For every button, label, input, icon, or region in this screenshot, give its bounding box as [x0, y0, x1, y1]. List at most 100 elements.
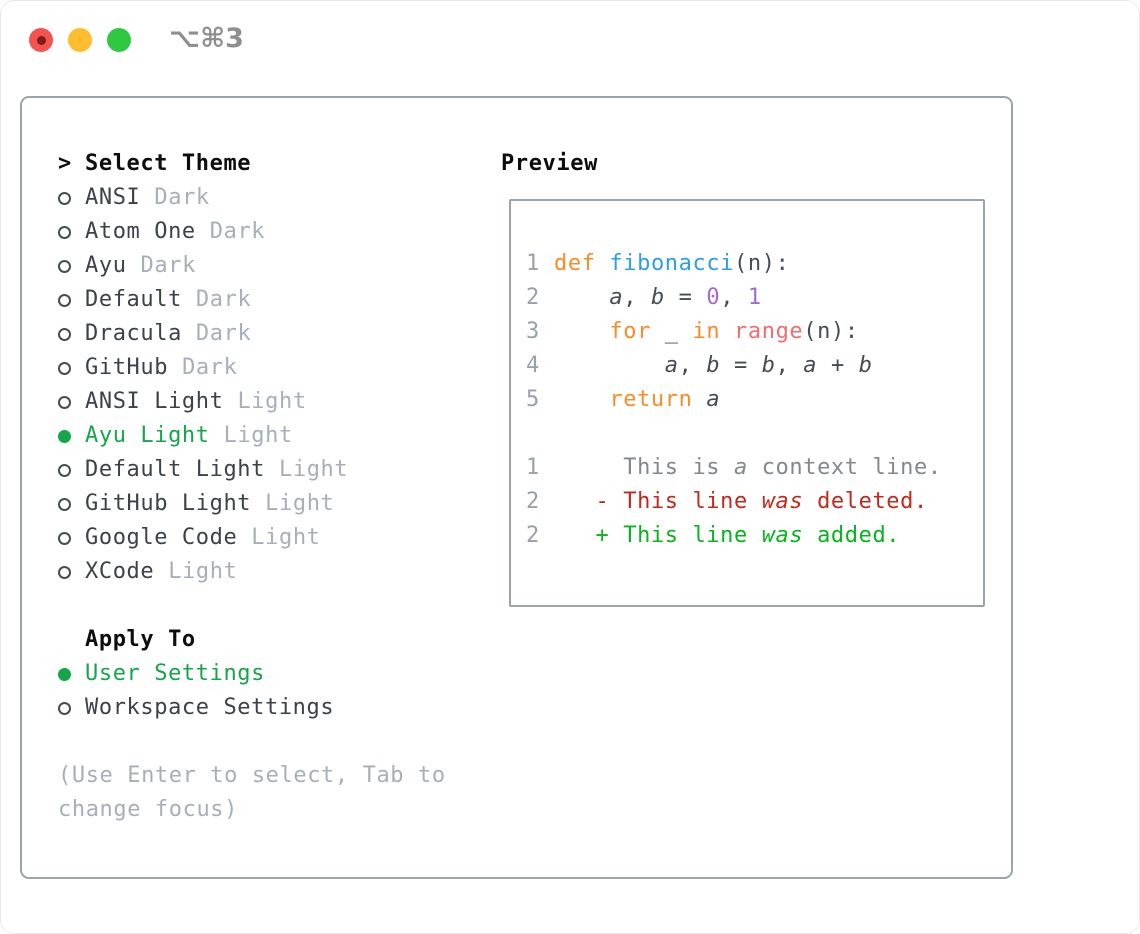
radio-icon	[58, 191, 85, 205]
theme-option-google-code[interactable]: Google Code Light	[58, 521, 446, 555]
theme-option-xcode[interactable]: XCode Light	[58, 555, 446, 589]
line-number: 2	[526, 285, 540, 310]
theme-option-label: GitHub Light	[85, 491, 252, 516]
theme-option-label: Default Light	[85, 457, 265, 482]
hint-line-1: (Use Enter to select, Tab to	[58, 763, 446, 788]
preview-line: 2 a, b = 0, 1	[526, 281, 983, 315]
theme-variant-tag: Light	[237, 389, 307, 414]
theme-variant-tag: Light	[223, 423, 293, 448]
preview-line: 1 This is a context line.	[526, 451, 983, 485]
radio-icon	[58, 293, 85, 307]
radio-icon	[58, 531, 85, 545]
theme-option-ayu[interactable]: Ayu Dark	[58, 249, 446, 283]
code-text: for _ in range(n):	[609, 319, 859, 344]
theme-option-atom-one[interactable]: Atom One Dark	[58, 215, 446, 249]
preview-line: 2 + This line was added.	[526, 519, 983, 553]
code-text: a, b = b, a + b	[664, 353, 873, 378]
close-button[interactable]	[29, 28, 53, 52]
radio-icon	[58, 497, 85, 511]
apply-option-label: User Settings	[85, 661, 265, 686]
code-text: a, b = 0, 1	[609, 285, 762, 310]
spacer-row	[58, 589, 446, 623]
theme-option-label: Google Code	[85, 525, 238, 550]
theme-option-label: Atom One	[85, 219, 196, 244]
theme-option-label: ANSI Light	[85, 389, 224, 414]
preview-line: 1 def fibonacci(n):	[526, 247, 983, 281]
theme-option-github-light[interactable]: GitHub Light Light	[58, 487, 446, 521]
apply-option-user-settings[interactable]: User Settings	[58, 657, 446, 691]
select-theme-header: > Select Theme	[58, 147, 446, 181]
code-text: + This line was added.	[554, 523, 901, 548]
apply-option-label: Workspace Settings	[85, 695, 335, 720]
preview-line	[526, 417, 983, 451]
radio-icon	[58, 327, 85, 341]
theme-option-label: Ayu Light	[85, 423, 210, 448]
code-text: return a	[609, 387, 721, 412]
theme-variant-tag: Dark	[182, 355, 238, 380]
minimize-button[interactable]	[68, 28, 92, 52]
preview-title: Preview	[501, 151, 598, 176]
preview-line: 4 a, b = b, a + b	[526, 349, 983, 383]
theme-option-label: ANSI	[85, 185, 141, 210]
radio-icon	[58, 395, 85, 409]
theme-option-ayu-light[interactable]: Ayu Light Light	[58, 419, 446, 453]
theme-option-label: GitHub	[85, 355, 169, 380]
theme-option-label: XCode	[85, 559, 155, 584]
theme-option-label: Ayu	[85, 253, 127, 278]
hint-line-2: change focus)	[58, 797, 238, 822]
apply-to-header: Apply To	[58, 623, 446, 657]
preview-line: 2 - This line was deleted.	[526, 485, 983, 519]
preview-line: 3 for _ in range(n):	[526, 315, 983, 349]
radio-icon	[58, 361, 85, 375]
theme-option-label: Default	[85, 287, 182, 312]
theme-option-ansi-light[interactable]: ANSI Light Light	[58, 385, 446, 419]
preview-line: 5 return a	[526, 383, 983, 417]
code-text: This is a context line.	[554, 455, 942, 480]
radio-icon	[58, 463, 85, 477]
theme-variant-tag: Dark	[195, 287, 252, 312]
radio-icon	[58, 565, 85, 579]
close-dot-icon	[36, 35, 46, 45]
line-number: 2	[526, 523, 540, 548]
theme-variant-tag: Dark	[209, 219, 266, 244]
apply-option-workspace-settings[interactable]: Workspace Settings	[58, 691, 446, 725]
theme-option-default[interactable]: Default Dark	[58, 283, 446, 317]
keyboard-hint: (Use Enter to select, Tab to change focu…	[58, 759, 446, 827]
line-number: 2	[526, 489, 540, 514]
theme-variant-tag: Light	[265, 491, 335, 516]
line-number: 1	[526, 455, 540, 480]
select-theme-title: Select Theme	[85, 151, 252, 176]
line-number: 5	[526, 387, 540, 412]
theme-variant-tag: Light	[168, 559, 238, 584]
theme-variant-tag: Light	[251, 525, 321, 550]
theme-variant-tag: Dark	[154, 185, 210, 210]
radio-icon	[58, 225, 85, 239]
theme-variant-tag: Dark	[140, 253, 196, 278]
line-number: 1	[526, 251, 540, 276]
theme-option-ansi[interactable]: ANSI Dark	[58, 181, 446, 215]
spacer-row	[58, 725, 446, 759]
prompt-icon: >	[58, 151, 72, 176]
radio-icon	[58, 259, 85, 273]
theme-option-github[interactable]: GitHub Dark	[58, 351, 446, 385]
apply-to-title: Apply To	[85, 627, 196, 652]
window-shortcut-label: ⌥⌘3	[169, 23, 244, 54]
maximize-button[interactable]	[107, 28, 131, 52]
theme-variant-tag: Light	[279, 457, 349, 482]
line-number: 4	[526, 353, 540, 378]
code-text: - This line was deleted.	[554, 489, 928, 514]
radio-selected-icon	[58, 667, 85, 681]
theme-option-default-light[interactable]: Default Light Light	[58, 453, 446, 487]
line-number: 3	[526, 319, 540, 344]
code-text: def fibonacci(n):	[554, 251, 790, 276]
titlebar	[29, 28, 131, 52]
radio-selected-icon	[58, 429, 85, 443]
